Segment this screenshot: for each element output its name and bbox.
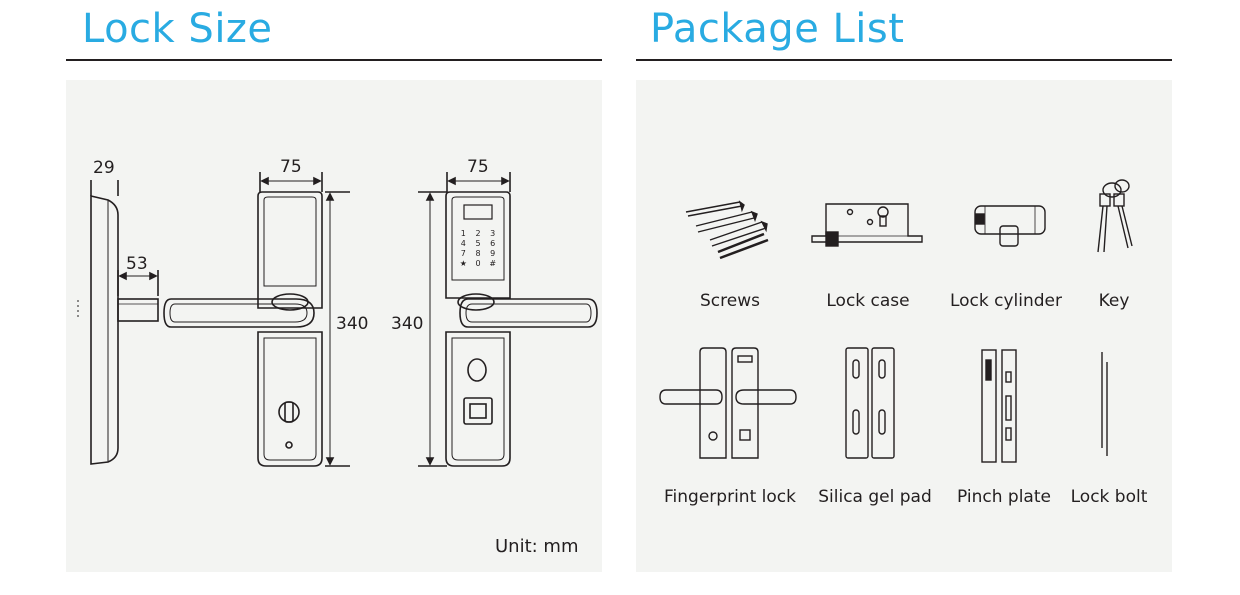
dimension-front-width: 75: [280, 157, 302, 177]
package-item-label: Lock cylinder: [949, 291, 1063, 311]
package-item-label: Lock case: [826, 291, 910, 311]
keypad-key: 8: [475, 249, 481, 258]
package-item-label: Pinch plate: [957, 487, 1051, 507]
package-list-panel: [636, 80, 1172, 572]
keypad-key: 7: [460, 249, 466, 258]
keypad-key: #: [489, 259, 497, 268]
package-list-divider: [636, 59, 1172, 61]
keypad-key: 9: [490, 249, 496, 258]
lock-size-title: Lock Size: [82, 6, 273, 52]
lock-size-panel: [66, 80, 602, 572]
package-item-label: Fingerprint lock: [664, 487, 796, 507]
package-item-label: Key: [1098, 291, 1130, 311]
package-list-title: Package List: [650, 6, 905, 52]
keypad-key: 3: [490, 229, 496, 238]
keypad-key: 4: [460, 239, 466, 248]
unit-label: Unit: mm: [495, 536, 579, 557]
dimension-front-height: 340: [336, 314, 369, 334]
dimension-back-width: 75: [467, 157, 489, 177]
dimension-side-thickness: 29: [93, 158, 115, 178]
lock-size-divider: [66, 59, 602, 61]
keypad-key: 1: [460, 229, 466, 238]
package-item-label: Screws: [700, 291, 760, 311]
keypad-key: 6: [490, 239, 496, 248]
package-item-label: Lock bolt: [1070, 487, 1148, 507]
keypad-key: 2: [475, 229, 481, 238]
keypad-grid: 1 2 3 4 5 6 7 8 9 ★ 0 #: [456, 229, 500, 268]
package-item-label: Silica gel pad: [818, 487, 932, 507]
keypad-key: 5: [475, 239, 481, 248]
keypad-key: 0: [475, 259, 481, 268]
dimension-back-height: 340: [391, 314, 424, 334]
dimension-cylinder-length: 53: [126, 254, 148, 274]
keypad-key: ★: [459, 259, 467, 268]
